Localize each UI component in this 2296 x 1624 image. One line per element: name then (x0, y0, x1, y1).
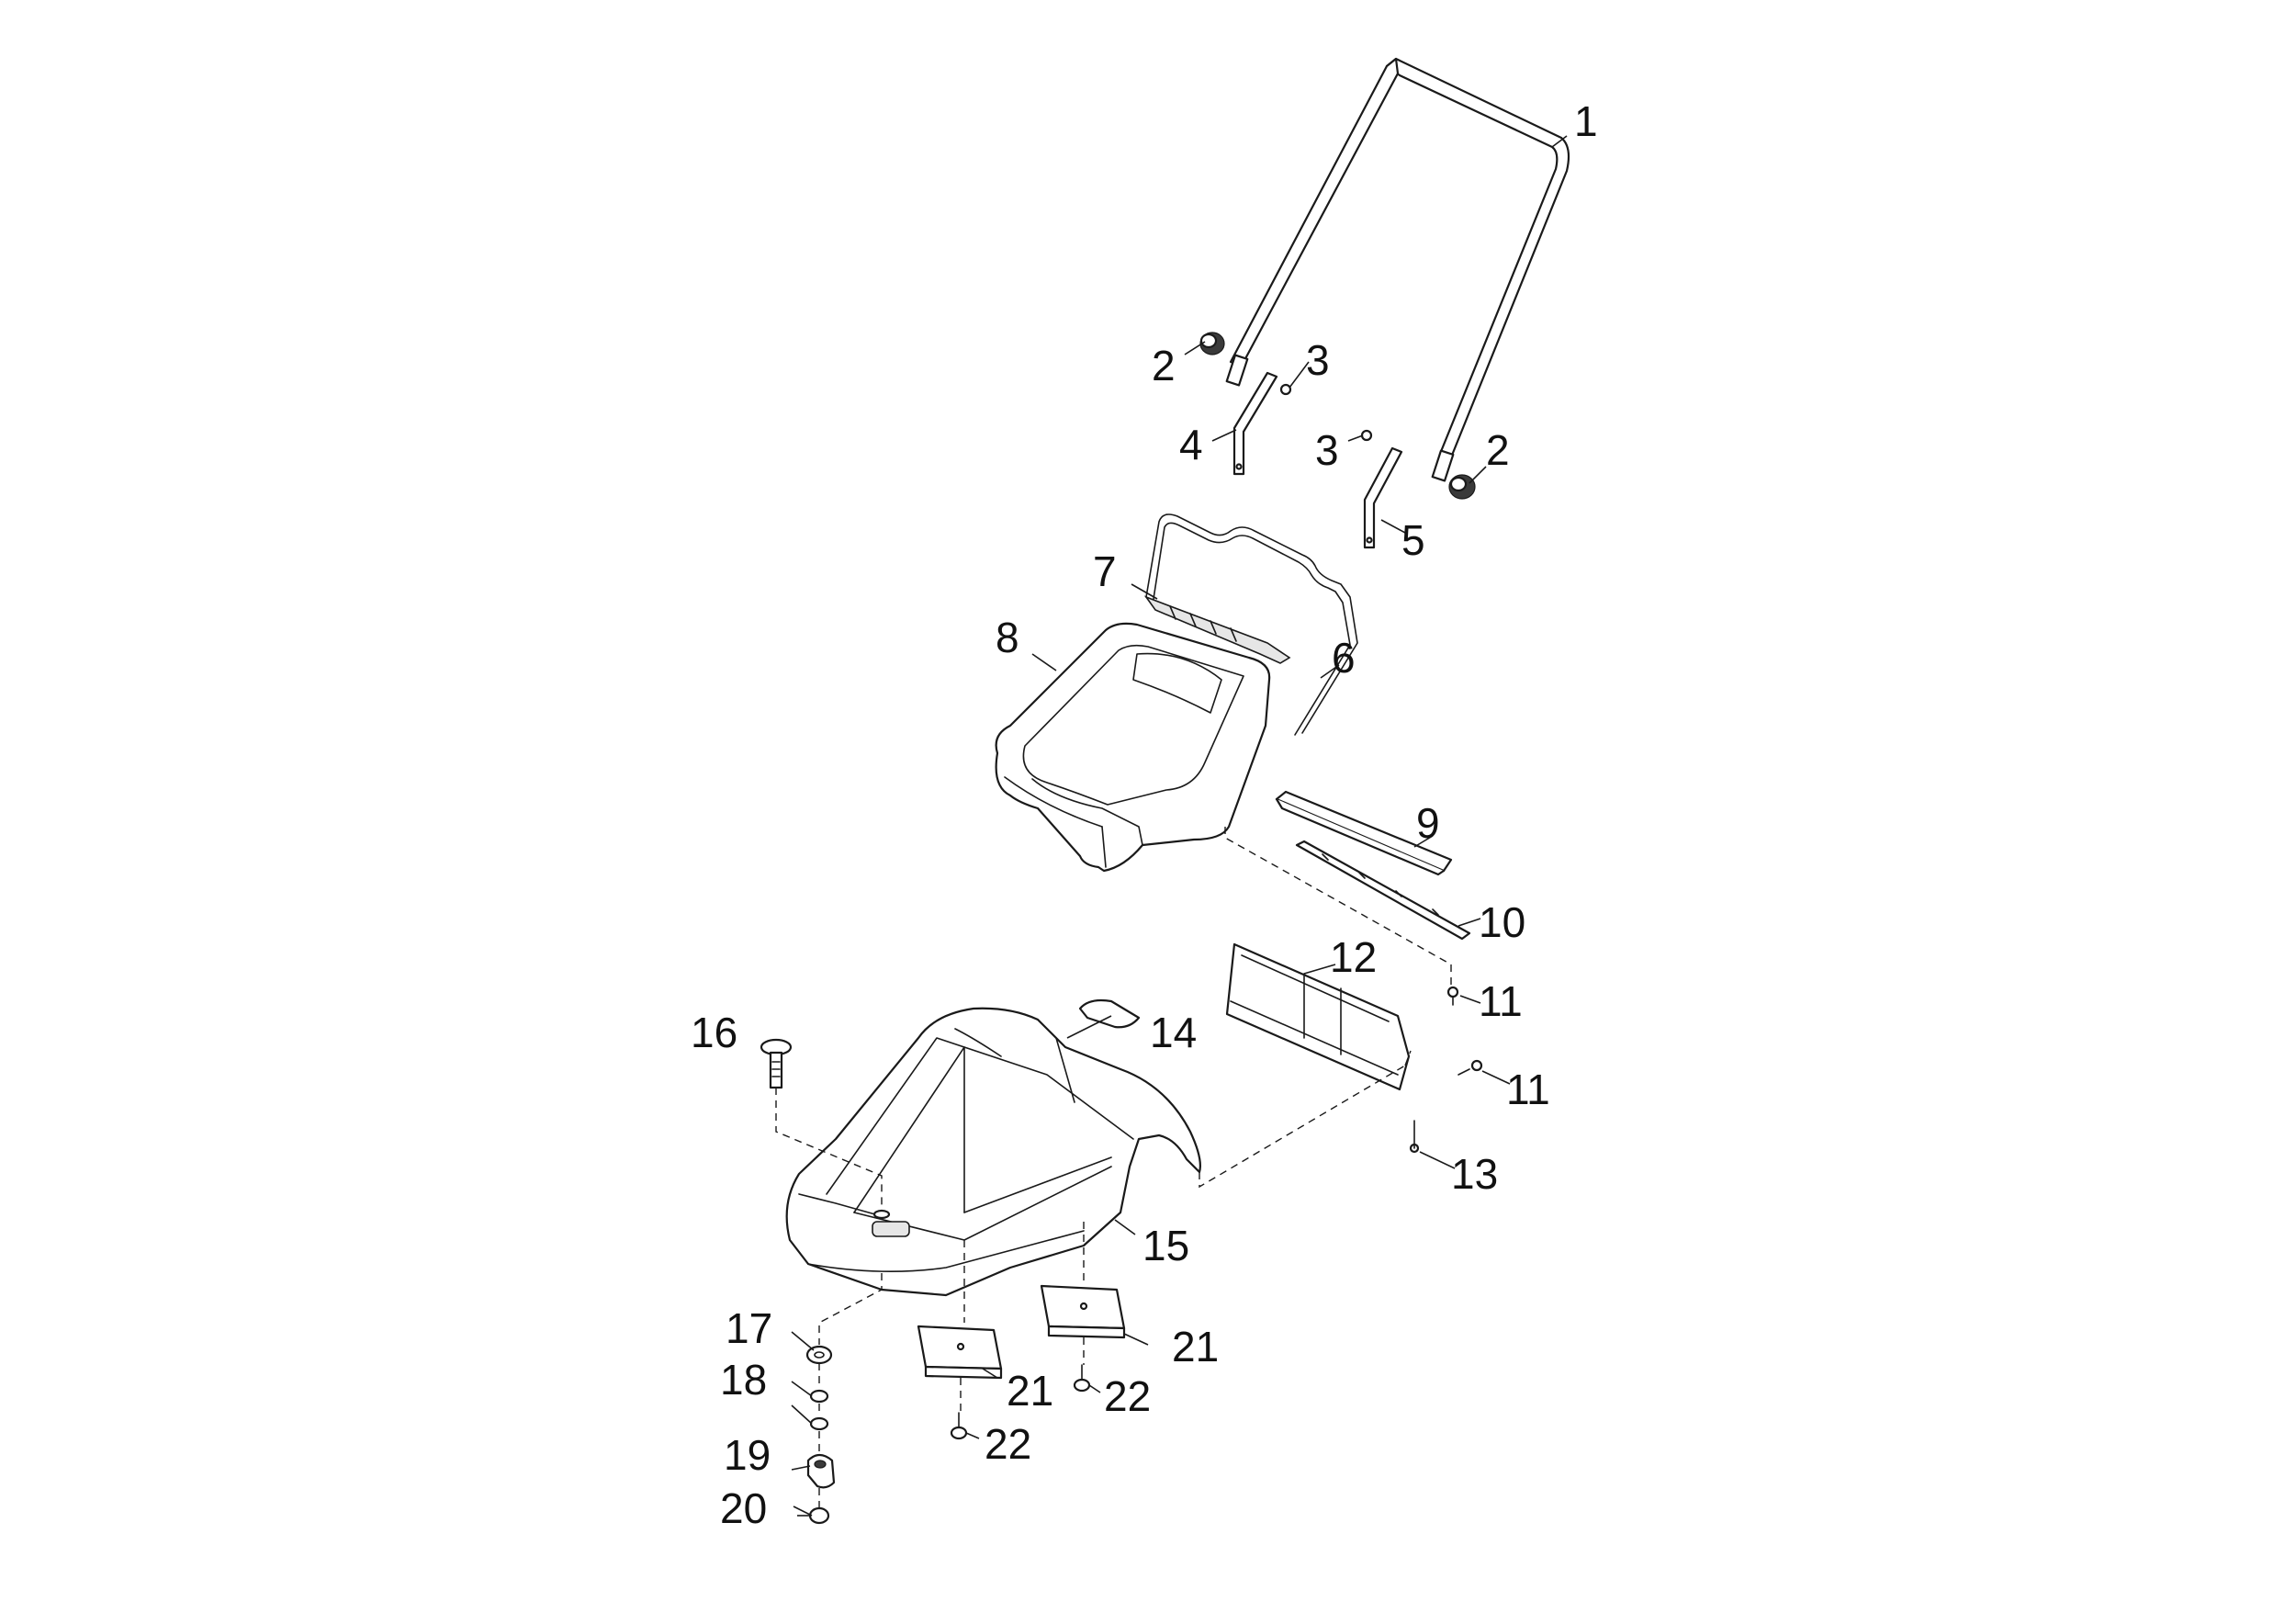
callout-3: 3 (1315, 426, 1339, 474)
screw-11-lower (1458, 1059, 1483, 1076)
screw-left (1279, 383, 1292, 396)
screw-22-right (1073, 1364, 1091, 1393)
callout-17: 17 (726, 1304, 772, 1352)
leader-lines (791, 135, 1568, 1517)
callout-7: 7 (1093, 547, 1117, 595)
callout-1: 1 (1574, 97, 1598, 145)
cap-14 (1078, 998, 1141, 1029)
knob-right (1448, 474, 1476, 500)
callout-20: 20 (720, 1484, 767, 1532)
callout-2: 2 (1486, 426, 1510, 474)
callout-4: 4 (1179, 421, 1203, 468)
screw-22-left (950, 1412, 968, 1440)
washer-18-lower (809, 1416, 829, 1431)
swivel-19 (806, 1453, 836, 1489)
pad-21-left (917, 1325, 1003, 1380)
callout-21: 21 (1172, 1323, 1219, 1370)
callout-11: 11 (1506, 1066, 1550, 1113)
callout-10: 10 (1479, 898, 1525, 946)
knob-left (1199, 332, 1225, 355)
callout-15: 15 (1142, 1222, 1189, 1269)
callout-16: 16 (691, 1009, 737, 1056)
screw-right (1360, 429, 1373, 442)
callout-21: 21 (1007, 1367, 1053, 1415)
rear-flap (1225, 942, 1411, 1091)
bolt-16 (760, 1038, 793, 1089)
washer-17 (805, 1345, 833, 1365)
bracket-left (1232, 371, 1278, 476)
grass-collector (995, 622, 1271, 873)
bracket-right (1363, 446, 1403, 549)
callout-19: 19 (724, 1431, 771, 1479)
screw-13 (1409, 1120, 1420, 1154)
rubber-flap (1295, 840, 1471, 941)
callout-22: 22 (1104, 1372, 1151, 1420)
wire-frame (1145, 513, 1358, 736)
callout-9: 9 (1416, 799, 1440, 847)
callout-13: 13 (1451, 1150, 1498, 1198)
callout-5: 5 (1401, 516, 1425, 564)
washer-18-upper (809, 1389, 829, 1404)
callout-8: 8 (996, 614, 1019, 661)
callout-22: 22 (985, 1420, 1031, 1468)
handle-bar (1225, 57, 1570, 482)
callout-6: 6 (1332, 634, 1356, 682)
washer-20 (808, 1506, 830, 1525)
screw-11-upper (1446, 986, 1459, 1006)
deflector-strip (1275, 790, 1453, 876)
deck-body (785, 1007, 1201, 1297)
callout-14: 14 (1150, 1009, 1197, 1056)
assembly-lines (775, 827, 1452, 1508)
callout-2: 2 (1152, 342, 1176, 389)
callout-18: 18 (720, 1356, 767, 1404)
pad-21-right (1040, 1284, 1126, 1339)
callout-12: 12 (1330, 933, 1377, 981)
callouts: 1 2 3 4 3 2 5 7 8 6 9 10 12 11 16 14 11 … (691, 97, 1598, 1532)
hinge-bracket (1143, 595, 1291, 664)
callout-11: 11 (1479, 977, 1523, 1025)
callout-3: 3 (1306, 336, 1330, 384)
